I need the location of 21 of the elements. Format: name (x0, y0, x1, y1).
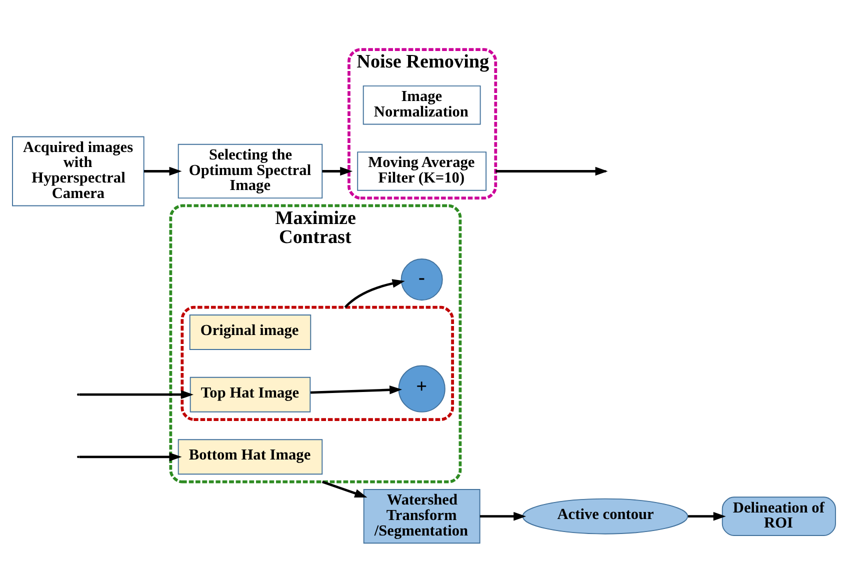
arrow (322, 480, 368, 498)
node-box: Top Hat Image (190, 376, 311, 412)
node-box: Bottom Hat Image (178, 439, 323, 475)
arrow (144, 166, 182, 176)
arrow (310, 386, 402, 394)
node-box: Delineation of ROI (722, 496, 836, 536)
node-box: Acquired images with Hyperspectral Camera (12, 136, 144, 206)
node-box: Original image (189, 314, 312, 350)
arrow (344, 279, 405, 308)
node-circle: + (398, 365, 446, 412)
node-box: Image Normalization (362, 85, 481, 125)
node-circle: - (400, 258, 443, 301)
arrow (79, 390, 194, 399)
node-box: Moving Average Filter (K=10) (357, 152, 487, 191)
node-box: Selecting the Optimum Spectral Image (178, 144, 323, 199)
node-box: Watershed Transform /Segmentation (363, 489, 480, 544)
node-ellipse: Active contour (522, 498, 688, 534)
arrow (322, 166, 353, 176)
arrow (688, 512, 726, 521)
arrow (79, 452, 182, 462)
arrow (480, 512, 526, 521)
